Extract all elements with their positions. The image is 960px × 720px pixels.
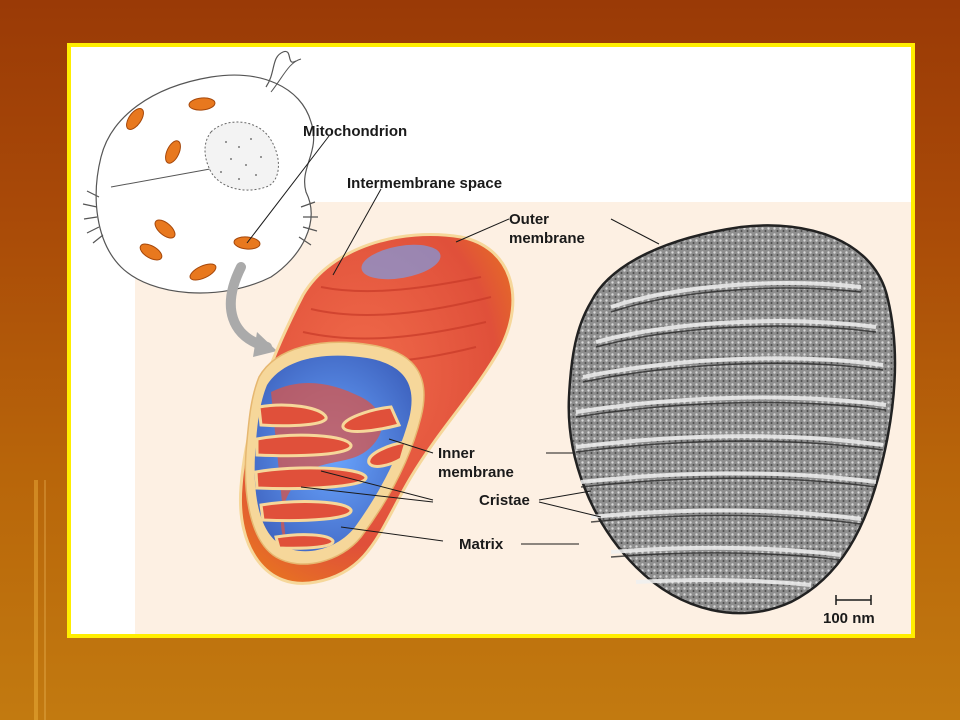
electron-micrograph: [567, 224, 897, 615]
label-cristae: Cristae: [479, 492, 530, 509]
label-outer-membrane-line1: Outer: [509, 211, 550, 228]
label-inner-membrane-line1: Inner: [438, 445, 475, 462]
figure-frame: Mitochondrion Intermembrane space Outer …: [67, 43, 915, 638]
decorative-stripe: [34, 480, 38, 720]
label-mitochondrion: Mitochondrion: [303, 123, 408, 140]
label-outer-membrane-line2: membrane: [509, 230, 585, 247]
label-inner-membrane-line2: membrane: [438, 464, 514, 481]
decorative-stripe: [44, 480, 46, 720]
mitochondrion-diagram: [82, 50, 911, 634]
mitochondrion-illustration: [238, 233, 515, 585]
cell-sketch: [82, 50, 318, 294]
scale-bar: [835, 595, 872, 605]
label-matrix: Matrix: [459, 536, 504, 553]
label-scale-bar: 100 nm: [823, 610, 875, 627]
label-intermembrane-space: Intermembrane space: [347, 175, 503, 192]
leader-lines: [246, 135, 660, 545]
